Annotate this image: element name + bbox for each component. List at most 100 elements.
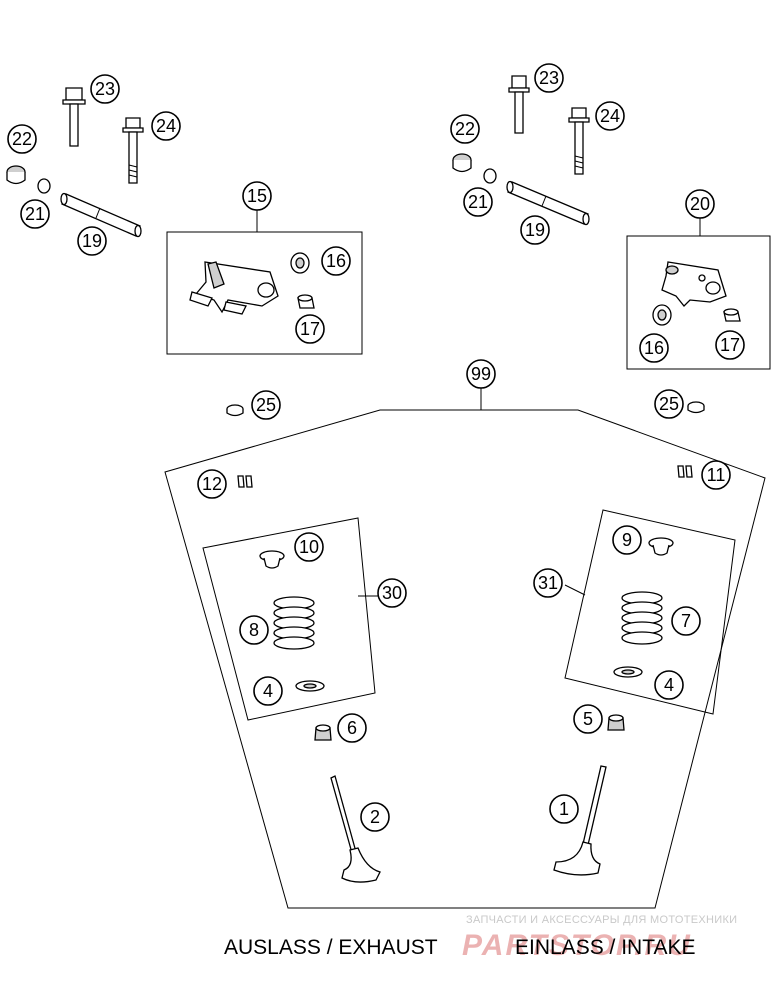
- callout-19-right: 19: [520, 215, 550, 245]
- intake-valve-1: [553, 765, 607, 876]
- svg-text:31: 31: [538, 573, 558, 593]
- svg-text:8: 8: [249, 620, 259, 640]
- svg-text:23: 23: [539, 68, 559, 88]
- svg-text:21: 21: [468, 192, 488, 212]
- spring-retainer-9: [648, 537, 674, 556]
- callout-30: 30: [377, 578, 407, 608]
- pin-17-left: [297, 294, 315, 309]
- callout-4-left: 4: [253, 676, 283, 706]
- bolt-23-left: [62, 87, 86, 147]
- valve-spring-7: [621, 591, 663, 645]
- svg-text:4: 4: [263, 681, 273, 701]
- callout-31: 31: [533, 568, 563, 598]
- rocker-shaft-19-right: [506, 180, 590, 226]
- svg-text:21: 21: [25, 204, 45, 224]
- svg-text:25: 25: [659, 394, 679, 414]
- spring-seat-4-left: [295, 680, 325, 692]
- svg-text:1: 1: [559, 799, 569, 819]
- pad-25-left: [226, 404, 244, 417]
- bolt-23-right: [508, 75, 530, 134]
- callout-17-right: 17: [715, 330, 745, 360]
- svg-text:15: 15: [247, 186, 267, 206]
- plug-22-right: [452, 153, 472, 173]
- callout-2: 2: [360, 802, 390, 832]
- pin-17-right: [723, 308, 741, 322]
- svg-text:24: 24: [600, 106, 620, 126]
- callout-25-left: 25: [251, 390, 281, 420]
- callout-20: 20: [685, 189, 715, 219]
- svg-text:12: 12: [202, 474, 222, 494]
- caption-intake: EINLASS / INTAKE: [515, 936, 696, 959]
- svg-text:6: 6: [347, 718, 357, 738]
- callout-11: 11: [701, 460, 731, 490]
- svg-text:24: 24: [156, 116, 176, 136]
- plug-22-left: [6, 165, 26, 185]
- svg-text:7: 7: [681, 611, 691, 631]
- callout-99: 99: [466, 359, 496, 389]
- svg-text:4: 4: [664, 675, 674, 695]
- callout-1: 1: [549, 794, 579, 824]
- callout-8: 8: [239, 615, 269, 645]
- callout-24-right: 24: [595, 101, 625, 131]
- watermark-tagline: ЗАПЧАСТИ И АКСЕССУАРЫ ДЛЯ МОТОТЕХНИКИ: [466, 914, 737, 926]
- spring-retainer-10: [259, 550, 285, 569]
- svg-text:17: 17: [300, 319, 320, 339]
- svg-text:9: 9: [622, 530, 632, 550]
- callout-9: 9: [612, 525, 642, 555]
- rocker-arm-kit-15-box: [166, 231, 363, 355]
- bearing-16-right: [652, 304, 672, 326]
- callout-5: 5: [573, 704, 603, 734]
- callout-16-left: 16: [321, 246, 351, 276]
- valve-spring-kit-30-box: [202, 517, 376, 721]
- stem-seal-5: [607, 714, 625, 731]
- o-ring-21-right: [483, 168, 497, 184]
- callout-15: 15: [242, 181, 272, 211]
- svg-text:99: 99: [471, 364, 491, 384]
- svg-text:25: 25: [256, 395, 276, 415]
- callout-6: 6: [337, 713, 367, 743]
- svg-text:19: 19: [82, 231, 102, 251]
- callout-12: 12: [197, 469, 227, 499]
- valve-train-kit-99-frame: [164, 409, 766, 909]
- callout-25-right: 25: [654, 389, 684, 419]
- callout-23-right: 23: [534, 63, 564, 93]
- bolt-24-left: [122, 117, 144, 184]
- svg-text:11: 11: [707, 465, 726, 485]
- caption-exhaust: AUSLASS / EXHAUST: [224, 936, 438, 959]
- rocker-arm-20: [661, 261, 727, 307]
- o-ring-21-left: [37, 178, 51, 194]
- valve-spring-8: [273, 596, 315, 650]
- callout-10: 10: [294, 532, 324, 562]
- pad-25-right: [687, 401, 705, 414]
- callout-21-right: 21: [463, 187, 493, 217]
- callout-23-left: 23: [90, 74, 120, 104]
- svg-text:16: 16: [326, 251, 346, 271]
- callout-4-right: 4: [654, 670, 684, 700]
- callout-7: 7: [671, 606, 701, 636]
- exhaust-valve-2: [330, 775, 381, 883]
- valve-keys-11: [677, 465, 693, 478]
- spring-seat-4-right: [613, 666, 643, 678]
- svg-text:20: 20: [690, 194, 710, 214]
- valve-keys-12: [237, 475, 253, 488]
- bolt-24-right: [568, 107, 590, 175]
- svg-text:16: 16: [644, 338, 664, 358]
- callout-24-left: 24: [151, 111, 181, 141]
- callout-22-right: 22: [450, 114, 480, 144]
- valve-spring-kit-31-box: [564, 509, 736, 715]
- svg-text:2: 2: [370, 807, 380, 827]
- svg-text:23: 23: [95, 79, 115, 99]
- rocker-arm-15: [189, 261, 279, 315]
- callout-21-left: 21: [20, 199, 50, 229]
- svg-text:5: 5: [583, 709, 593, 729]
- watermark-brand: PARTSTOP.RU: [462, 929, 692, 962]
- callout-19-left: 19: [77, 226, 107, 256]
- bearing-16-left: [290, 252, 310, 274]
- callout-16-right: 16: [639, 333, 669, 363]
- callout-17-left: 17: [295, 314, 325, 344]
- rocker-arm-kit-20-box: [626, 235, 771, 370]
- svg-text:17: 17: [720, 335, 740, 355]
- svg-text:22: 22: [455, 119, 475, 139]
